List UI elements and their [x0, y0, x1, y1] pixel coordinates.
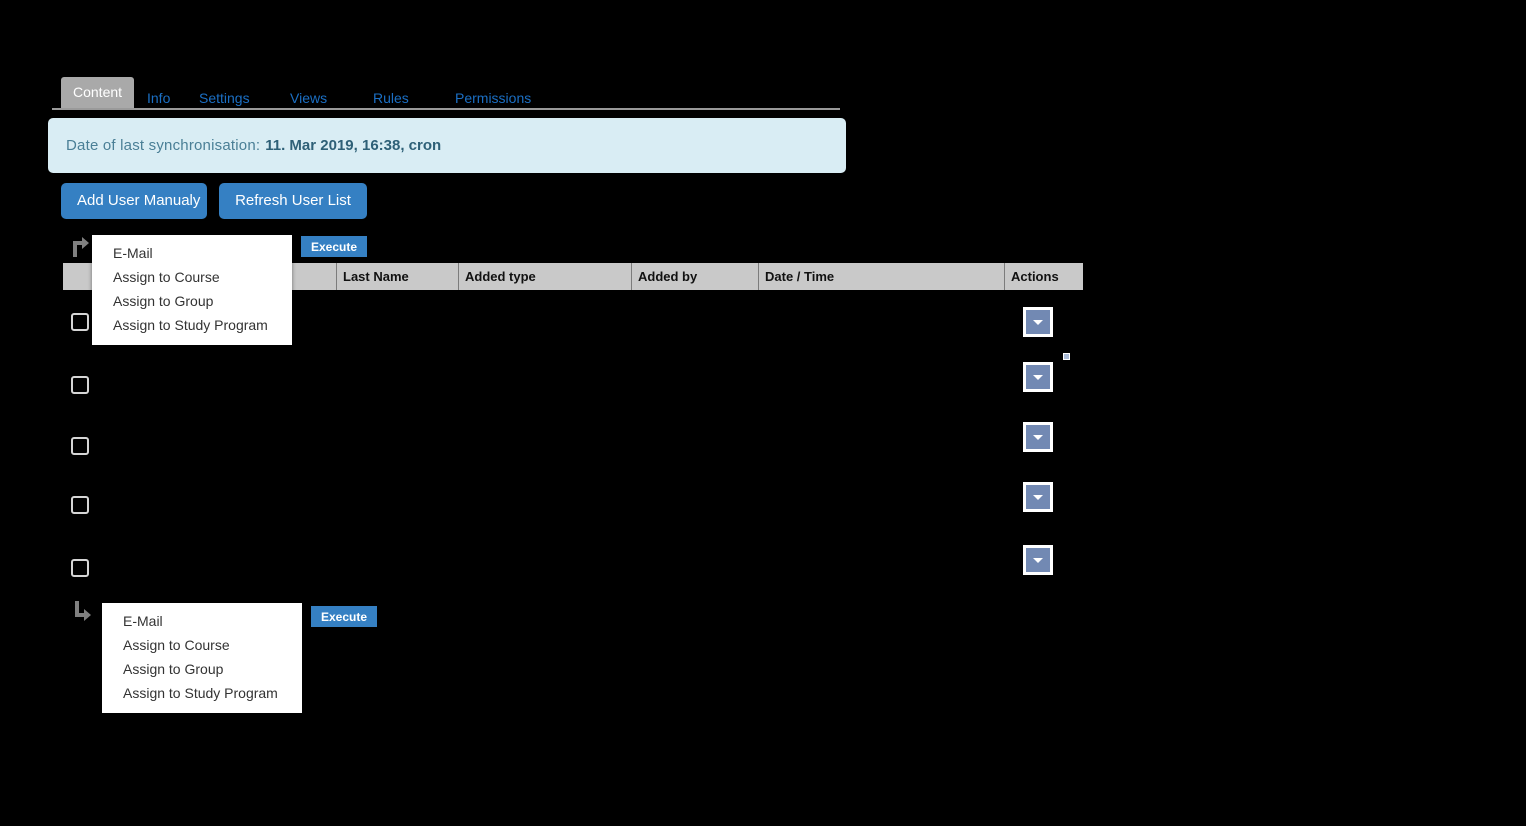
menu-item-assign-to-group[interactable]: Assign to Group [113, 293, 214, 309]
tab-bar: Content Info Settings Views Rules Permis… [52, 77, 840, 110]
row-checkbox[interactable] [71, 559, 89, 577]
bulk-action-menu-top[interactable]: E-Mail Assign to Course Assign to Group … [92, 235, 292, 345]
column-header-username [201, 263, 337, 290]
column-header-actions: Actions [1011, 269, 1059, 284]
menu-item-assign-to-study-program[interactable]: Assign to Study Program [123, 685, 278, 701]
row-checkbox[interactable] [71, 496, 89, 514]
menu-item-assign-to-study-program[interactable]: Assign to Study Program [113, 317, 268, 333]
add-user-manually-button[interactable]: Add User Manualy [61, 183, 207, 219]
arrow-turn-up-right-icon [73, 237, 89, 257]
menu-item-assign-to-course[interactable]: Assign to Course [113, 269, 220, 285]
column-header-added-type: Added type [459, 263, 632, 290]
chevron-down-icon [1033, 494, 1043, 500]
chevron-down-icon [1033, 319, 1043, 325]
menu-item-email[interactable]: E-Mail [123, 613, 163, 629]
arrow-turn-down-right-icon [75, 601, 91, 621]
row-checkbox[interactable] [71, 376, 89, 394]
tab-content[interactable]: Content [61, 77, 135, 108]
menu-item-assign-to-group[interactable]: Assign to Group [123, 661, 224, 677]
menu-item-assign-to-course[interactable]: Assign to Course [123, 637, 230, 653]
tab-info[interactable]: Info [147, 90, 171, 106]
tab-permissions[interactable]: Permissions [455, 90, 532, 106]
chevron-down-icon [1033, 434, 1043, 440]
row-checkbox[interactable] [71, 313, 89, 331]
sync-label: Date of last synchronisation: [66, 137, 261, 154]
chevron-down-icon [1033, 374, 1043, 380]
resize-handle[interactable] [1063, 353, 1070, 360]
row-actions-dropdown-button[interactable] [1023, 422, 1053, 452]
menu-item-email[interactable]: E-Mail [113, 245, 153, 261]
column-header-added-by: Added by [632, 263, 759, 290]
row-actions-dropdown-button[interactable] [1023, 307, 1053, 337]
sync-info-banner: Date of last synchronisation: 11. Mar 20… [48, 118, 846, 173]
row-actions-dropdown-button[interactable] [1023, 545, 1053, 575]
column-header-last-name: Last Name [337, 263, 459, 290]
chevron-down-icon [1033, 557, 1043, 563]
execute-button-top[interactable]: Execute [301, 236, 367, 257]
execute-button-bottom[interactable]: Execute [311, 606, 377, 627]
tab-rules[interactable]: Rules [373, 90, 409, 106]
sync-value: 11. Mar 2019, 16:38, cron [265, 137, 442, 154]
row-actions-dropdown-button[interactable] [1023, 482, 1053, 512]
bulk-action-menu-bottom[interactable]: E-Mail Assign to Course Assign to Group … [102, 603, 302, 713]
tab-settings[interactable]: Settings [199, 90, 250, 106]
row-actions-dropdown-button[interactable] [1023, 362, 1053, 392]
row-checkbox[interactable] [71, 437, 89, 455]
column-header-date-time: Date / Time [759, 263, 1005, 290]
tab-views[interactable]: Views [290, 90, 328, 106]
refresh-user-list-button[interactable]: Refresh User List [219, 183, 367, 219]
